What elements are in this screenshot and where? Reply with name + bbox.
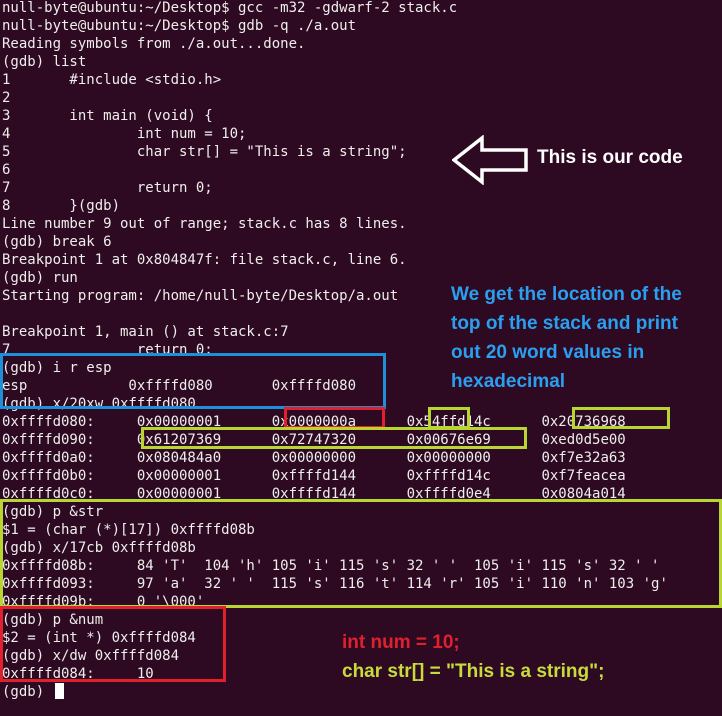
- num-value-highlight: [284, 407, 385, 429]
- left-arrow-icon: [452, 135, 528, 185]
- terminal-line: 1 #include <stdio.h>: [2, 72, 222, 88]
- terminal-line: (gdb) p &num: [2, 612, 104, 628]
- code-annotation: This is our code: [537, 147, 683, 168]
- terminal-line: $2 = (int *) 0xffffd084: [2, 630, 196, 646]
- terminal-line: 2: [2, 90, 11, 106]
- terminal-line: 4 int num = 10;: [2, 126, 247, 142]
- terminal-line: esp 0xffffd080 0xffffd080: [2, 378, 357, 394]
- terminal-line: 0xffffd084: 10: [2, 666, 154, 682]
- terminal-line: 6: [2, 162, 11, 178]
- terminal-line: 0xffffd090: 0x61207369 0x72747320 0x0067…: [2, 432, 626, 448]
- esp-register-highlight: [0, 353, 386, 409]
- terminal-line: (gdb) p &str: [2, 504, 104, 520]
- terminal-line: 5 char str[] = "This is a string";: [2, 144, 407, 160]
- num-memory-highlight: [0, 606, 226, 682]
- terminal-cursor: [55, 683, 64, 699]
- terminal-line: Starting program: /home/null-byte/Deskto…: [2, 288, 399, 304]
- str-memory-highlight: [0, 499, 722, 608]
- terminal-line: null-byte@ubuntu:~/Desktop$ gdb -q ./a.o…: [2, 18, 357, 34]
- str-declaration-annotation: char str[] = "This is a string";: [342, 661, 605, 682]
- terminal-line: 0xffffd093: 97 'a' 32 ' ' 115 's' 116 't…: [2, 576, 668, 592]
- string-words-highlight: [141, 427, 527, 449]
- terminal-line: (gdb) x/17cb 0xffffd08b: [2, 540, 196, 556]
- stack-annotation: We get the location of the top of the st…: [451, 284, 682, 392]
- terminal-line: 0xffffd0c0: 0x00000001 0xffffd144 0xffff…: [2, 486, 626, 502]
- word-20736968-highlight: [572, 407, 670, 429]
- terminal-line: (gdb) list: [2, 54, 87, 70]
- terminal-line: 0xffffd08b: 84 'T' 104 'h' 105 'i' 115 '…: [2, 558, 660, 574]
- terminal-line: (gdb) break 6: [2, 234, 112, 250]
- terminal-line: (gdb) i r esp: [2, 360, 112, 376]
- char-54-highlight: [428, 407, 470, 429]
- terminal-line: (gdb) x/dw 0xffffd084: [2, 648, 180, 664]
- terminal-line: Line number 9 out of range; stack.c has …: [2, 216, 407, 232]
- terminal-line: 0xffffd0b0: 0x00000001 0xffffd144 0xffff…: [2, 468, 626, 484]
- terminal-line: 8 }(gdb): [2, 198, 121, 214]
- terminal-line: 7 return 0;: [2, 180, 213, 196]
- terminal-line: Breakpoint 1 at 0x804847f: file stack.c,…: [2, 252, 407, 268]
- terminal-line: (gdb) run: [2, 270, 78, 286]
- terminal-line: Breakpoint 1, main () at stack.c:7: [2, 324, 289, 340]
- terminal-line: null-byte@ubuntu:~/Desktop$ gcc -m32 -gd…: [2, 0, 458, 16]
- terminal-line: (gdb): [2, 684, 53, 700]
- terminal-line: 0xffffd0a0: 0x080484a0 0x00000000 0x0000…: [2, 450, 626, 466]
- terminal-line: $1 = (char (*)[17]) 0xffffd08b: [2, 522, 255, 538]
- num-declaration-annotation: int num = 10;: [342, 632, 460, 653]
- terminal-line: 3 int main (void) {: [2, 108, 213, 124]
- terminal-line: Reading symbols from ./a.out...done.: [2, 36, 306, 52]
